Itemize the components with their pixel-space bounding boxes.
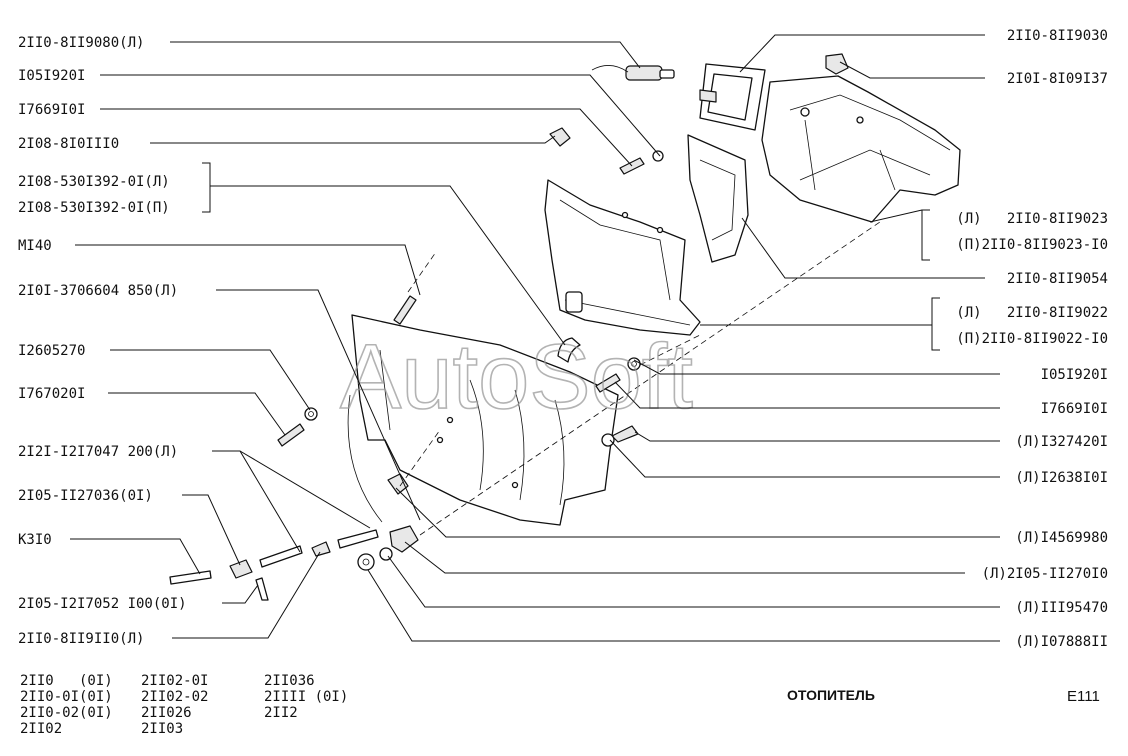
callout-label: 2I08-530I392-0I(П) (18, 200, 170, 216)
model-code: 2II02 (20, 721, 62, 737)
callout-label: К3I0 (18, 532, 52, 548)
callout-label: (Л)I327420I (1015, 434, 1108, 450)
callout-label: (Л)I4569980 (1015, 530, 1108, 546)
callout-label: 2I0I-3706604 850(Л) (18, 283, 178, 299)
page-code: Е111 (1067, 688, 1100, 705)
leader-lines (70, 34, 1000, 642)
air-duct (544, 179, 701, 336)
cover-panel (351, 314, 619, 526)
callout-label: 2I2I-I2I7047 200(Л) (18, 444, 178, 460)
callout-label: 2II0-8II9080(Л) (18, 35, 144, 51)
model-code: 2II0-0I(0I) (20, 689, 113, 705)
flap-part (687, 134, 749, 263)
callout-label: I7669I0I (1041, 401, 1108, 417)
callout-label: I2605270 (18, 343, 85, 359)
callout-label: 2II0-8II9II0(Л) (18, 631, 144, 647)
callout-label: 2II0-8II9054 (1007, 271, 1108, 287)
left-callouts: 2II0-8II9080(Л) I05I920I I7669I0I 2I08-8… (18, 35, 187, 647)
callout-label: (Л)III95470 (1015, 600, 1108, 616)
diagram-title: ОТОПИТЕЛЬ (787, 687, 875, 703)
callout-label: MI40 (18, 238, 52, 254)
callout-label: 2I05-II27036(0I) (18, 488, 153, 504)
model-code: 2II0-02(0I) (20, 705, 113, 721)
callout-label: 2I05-I2I7052 I00(0I) (18, 596, 187, 612)
model-list: 2II0 (0I) 2II0-0I(0I) 2II0-02(0I) 2II02 … (20, 673, 348, 737)
clip-part (825, 53, 849, 75)
callout-label: I05I920I (18, 68, 85, 84)
heater-housing (761, 75, 961, 223)
callout-label: 2I0I-8I09I37 (1007, 71, 1108, 87)
callout-label: (Л) 2II0-8II9022 (956, 305, 1108, 321)
model-code: 2II2 (264, 705, 298, 721)
callout-label: (Л)I2638I0I (1015, 470, 1108, 486)
watermark: AutoSoft (340, 326, 693, 428)
callout-label: (Л) 2II0-8II9023 (956, 211, 1108, 227)
callout-label: (П)2II0-8II9023-I0 (956, 237, 1108, 253)
right-callouts: 2II0-8II9030 2I0I-8I09I37 (Л) 2II0-8II90… (956, 28, 1108, 650)
fasteners (277, 127, 664, 447)
switch-part (591, 65, 675, 81)
model-code: 2II03 (141, 721, 183, 737)
assembly-lines (399, 221, 881, 536)
elbow-pipe (557, 337, 581, 363)
model-code: 2II0 (0I) (20, 673, 113, 689)
model-code: 2II02-0I (141, 673, 208, 689)
callout-label: I7669I0I (18, 102, 85, 118)
model-code: 2II02-02 (141, 689, 208, 705)
callout-label: (Л)2I05-II270I0 (982, 566, 1108, 582)
callout-label: 2I08-530I392-0I(Л) (18, 174, 170, 190)
model-code: 2II026 (141, 705, 192, 721)
callout-label: (П)2II0-8II9022-I0 (956, 331, 1108, 347)
model-code: 2II036 (264, 673, 315, 689)
callout-label: (Л)I07888II (1015, 634, 1108, 650)
hose-assembly (169, 394, 419, 601)
callout-label: 2II0-8II9030 (1007, 28, 1108, 44)
gasket-frame (699, 63, 766, 131)
callout-label: I767020I (18, 386, 85, 402)
model-code: 2IIII (0I) (264, 689, 348, 705)
callout-label: 2I08-8I0III0 (18, 136, 119, 152)
callout-label: I05I920I (1041, 367, 1108, 383)
parts-drawing (169, 53, 961, 601)
